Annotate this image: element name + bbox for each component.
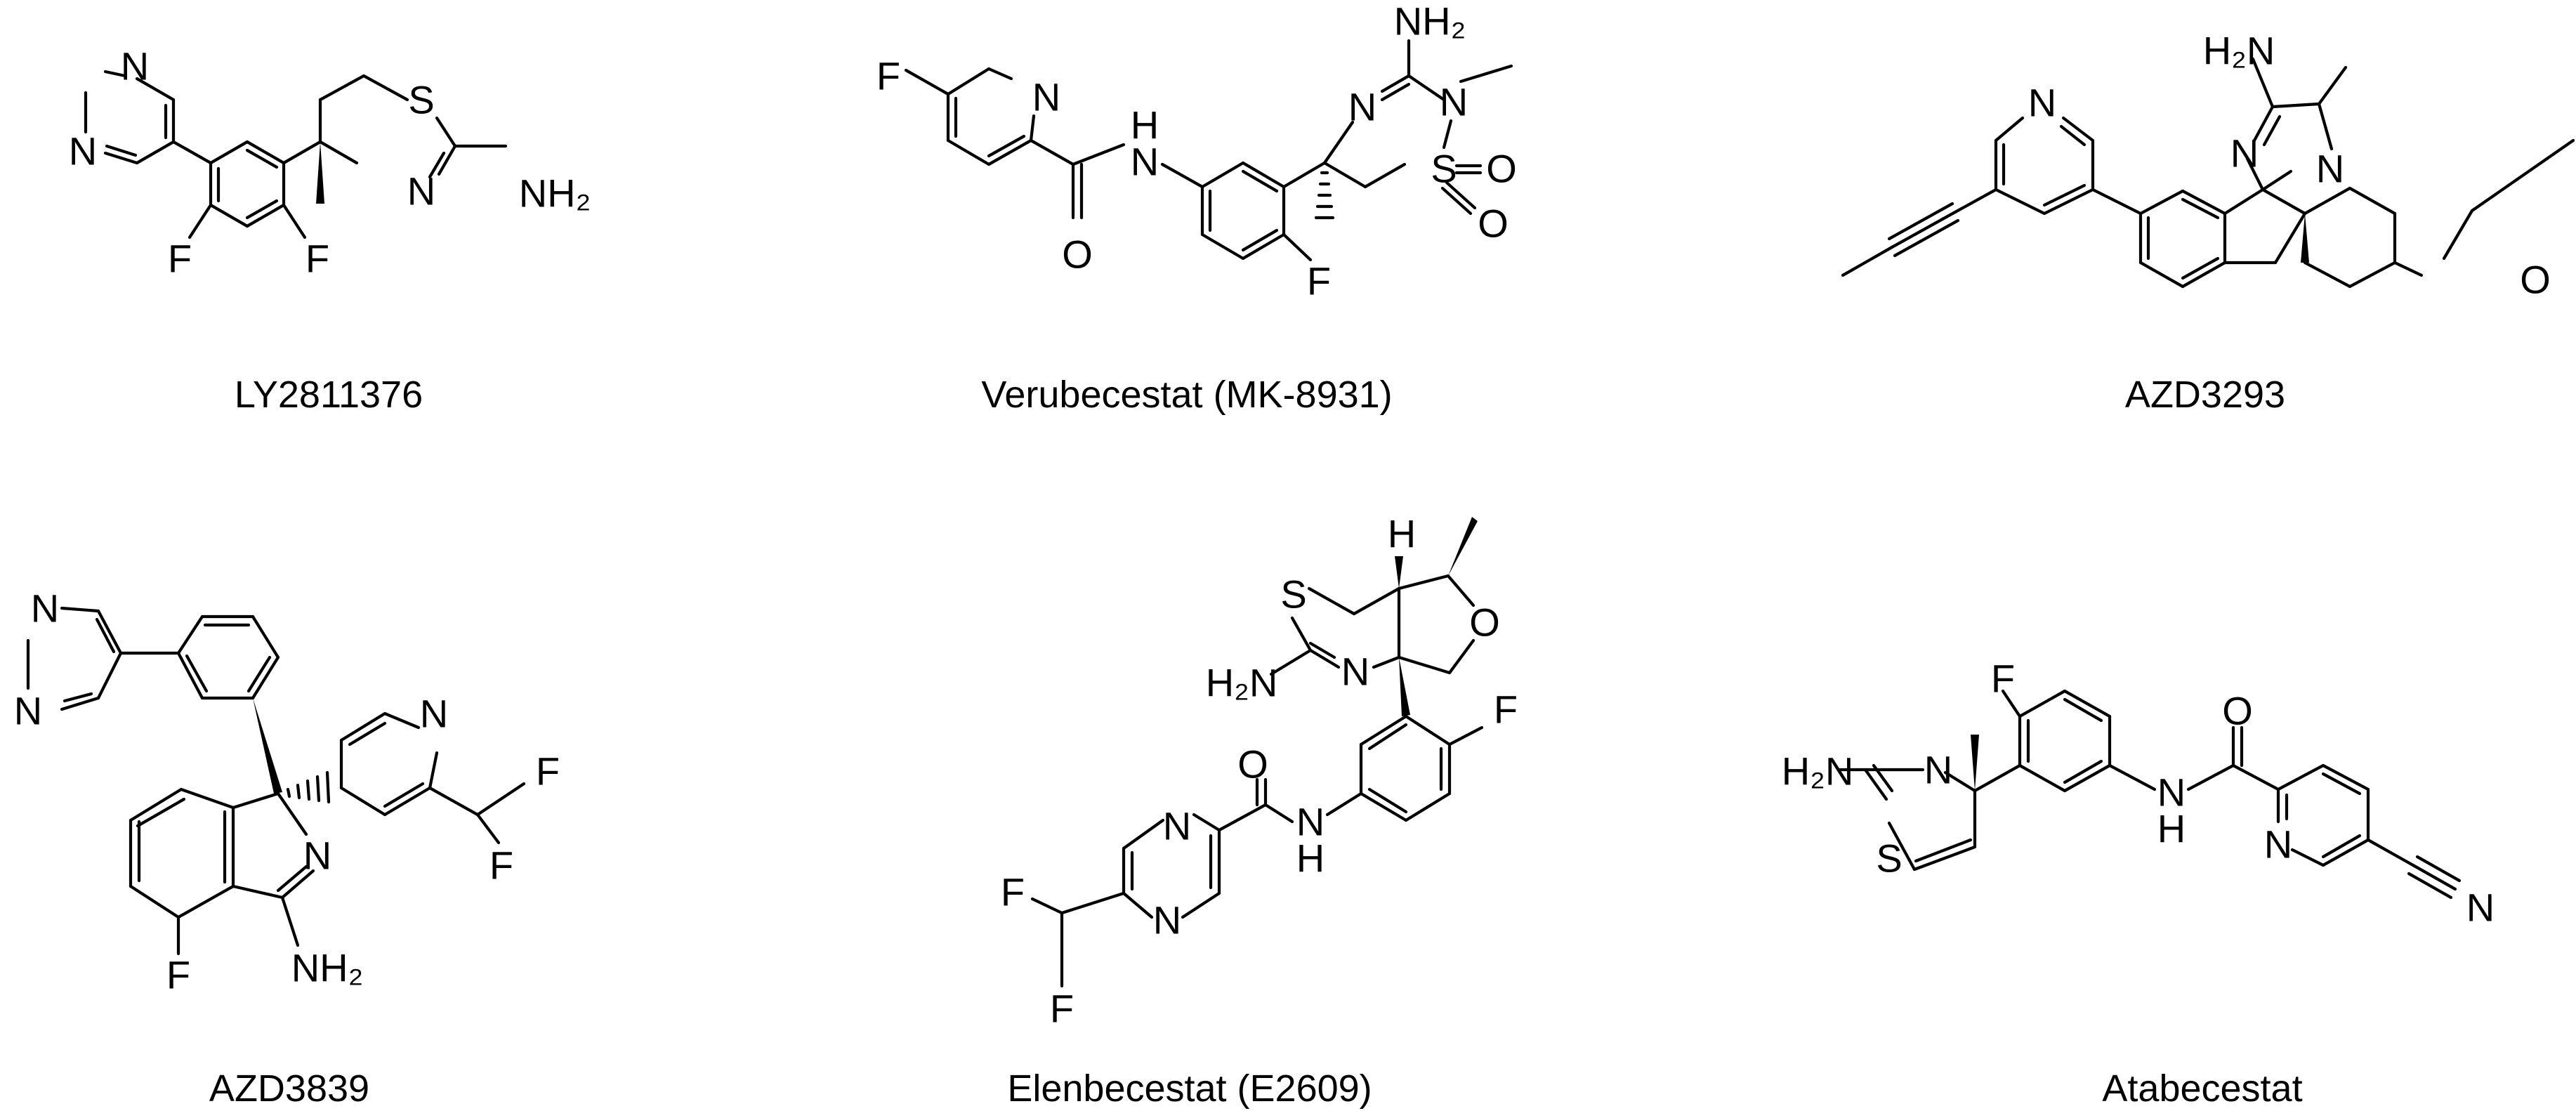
atom-label: N (303, 834, 331, 878)
atom-label: N (2230, 131, 2259, 176)
atom-label: N (420, 692, 448, 736)
atom-label: N (1348, 85, 1376, 129)
atom-label: N (14, 689, 42, 733)
structure-atabecestat (1838, 689, 2462, 900)
atom-label: O (2520, 258, 2551, 302)
atom-label: O (1469, 600, 1500, 645)
compound-name: Verubecestat (MK-8931) (981, 374, 1392, 416)
atom-label: N (1440, 80, 1468, 124)
atom-label: H₂N (1206, 661, 1278, 705)
atom-label: F (1991, 657, 2015, 701)
compound-name: AZD3839 (209, 1067, 369, 1110)
atom-label: N (2316, 147, 2344, 191)
atom-label: N (1153, 898, 1181, 942)
atom-label: H₂N (2203, 29, 2275, 73)
atom-label: NH₂ (1394, 0, 1466, 44)
atom-label: F (305, 237, 329, 281)
atom-label: N (1163, 804, 1191, 848)
atom-label: S (408, 78, 434, 122)
atom-label: F (489, 843, 513, 888)
atom-label: O (1237, 742, 1268, 787)
compound-name: Elenbecestat (E2609) (1007, 1067, 1372, 1110)
atom-label: F (1307, 259, 1331, 303)
atom-label: F (166, 953, 190, 997)
atom-label: H₂N (1782, 749, 1854, 794)
compound-ly2811376: N N F F S N NH₂ LY2811376 (69, 44, 591, 416)
atom-label: N (2028, 81, 2056, 125)
compound-azd3839: N N N F F N F NH₂ AZD3839 (14, 586, 560, 1110)
structure-ly2811376 (84, 70, 508, 239)
atom-label: N (407, 169, 435, 213)
atom-label: N (1924, 748, 1952, 792)
atom-label: N (31, 586, 59, 631)
atom-label: F (1494, 688, 1518, 732)
structure-azd3293 (1841, 57, 2575, 289)
atom-label: O (1478, 202, 1509, 246)
structure-elenbecestat (1030, 517, 1484, 988)
atom-label: N (2264, 822, 2292, 867)
atom-label: N (1296, 800, 1325, 844)
atom-label: N (69, 129, 97, 173)
atom-label: S (1431, 147, 1457, 191)
structure-verubecestat (904, 39, 1513, 262)
atom-label: F (1050, 987, 1074, 1031)
atom-label: O (2222, 689, 2253, 733)
compound-verubecestat: F N N H O F N N S O O NH₂ Verubecestat (… (876, 0, 1517, 416)
atom-label: O (1062, 232, 1093, 277)
atom-label: N (2157, 770, 2186, 815)
compound-name: AZD3293 (2125, 374, 2285, 416)
atom-label: N (121, 44, 149, 88)
atom-label: S (1280, 572, 1306, 617)
atom-label: N (1131, 140, 1159, 184)
atom-label: H (1131, 103, 1159, 147)
atom-label: H (1388, 512, 1416, 556)
atom-label: O (1486, 147, 1517, 191)
compound-name: Atabecestat (2102, 1067, 2302, 1110)
atom-label: F (168, 237, 192, 281)
compound-atabecestat: F O H₂N N S N H N N Atabecestat (1782, 657, 2495, 1110)
compound-name: LY2811376 (235, 374, 423, 416)
atom-label: N (1032, 75, 1060, 119)
compound-elenbecestat: H S O H₂N N F O N N H N F F Elenbecestat… (1001, 512, 1518, 1110)
atom-label: S (1876, 836, 1902, 881)
compound-azd3293: N H₂N N N O AZD3293 (1841, 29, 2575, 416)
structure-azd3839 (26, 606, 526, 956)
atom-label: N (1341, 650, 1369, 694)
atom-label: F (536, 749, 560, 794)
atom-label: F (1001, 870, 1025, 914)
atom-label: NH₂ (291, 946, 364, 990)
atom-label: H (2157, 807, 2186, 851)
atom-label: N (2466, 886, 2495, 930)
atom-label: F (876, 54, 900, 98)
atom-label: NH₂ (519, 171, 591, 216)
atom-label: H (1296, 836, 1325, 881)
